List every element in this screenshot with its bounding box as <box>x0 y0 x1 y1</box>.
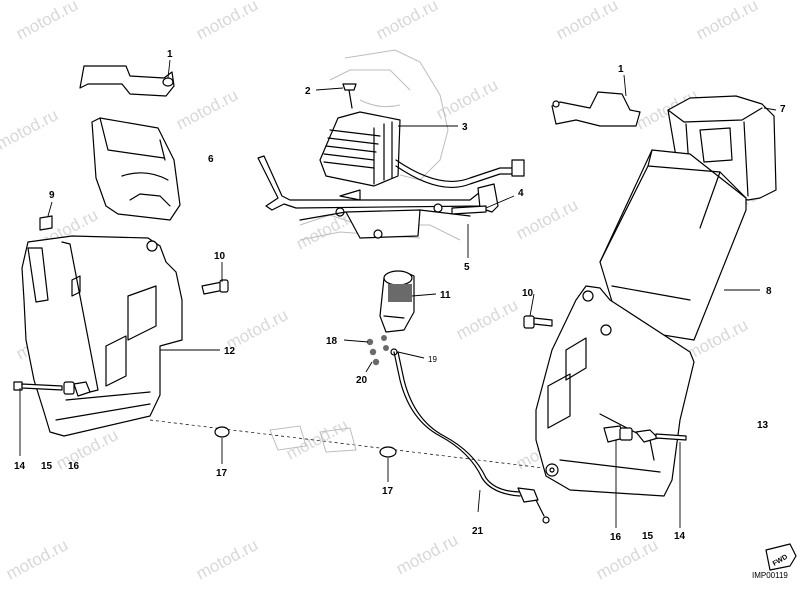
voltage-regulator <box>319 111 525 189</box>
socket <box>379 270 415 333</box>
watermark: motod.ru <box>283 415 351 463</box>
callout-label: 15 <box>642 531 654 542</box>
callout-label: 4 <box>518 188 524 199</box>
ground-cable <box>393 351 550 524</box>
watermark: motod.ru <box>193 0 261 44</box>
callout-label: 3 <box>462 122 468 133</box>
bracket-right <box>551 91 641 127</box>
callout-label: 12 <box>224 346 236 357</box>
watermark: motod.ru <box>693 0 761 44</box>
screw-top <box>342 83 357 109</box>
callout-label: 5 <box>464 262 470 273</box>
watermark: motod.ru <box>393 530 461 578</box>
callout-label: 16 <box>68 461 80 472</box>
small-fasteners <box>366 335 398 366</box>
callout-label: 13 <box>757 420 769 431</box>
callout-label: 14 <box>674 531 686 542</box>
bracket-left <box>79 65 175 97</box>
watermark: motod.ru <box>513 195 581 243</box>
watermark: motod.ru <box>173 85 241 133</box>
callout-label: 17 <box>382 486 394 497</box>
callout-label: 16 <box>610 532 622 543</box>
callout-label: 7 <box>780 104 786 115</box>
callout-label: 9 <box>49 190 55 201</box>
watermark: motod.ru <box>0 105 61 153</box>
callout-label: 20 <box>356 375 368 386</box>
callout-label: 6 <box>208 154 214 165</box>
bolt-right <box>603 425 687 443</box>
watermark: motod.ru <box>593 535 661 583</box>
watermark: motod.ru <box>193 535 261 583</box>
callout-label: 14 <box>14 461 26 472</box>
callout-label: 1 <box>167 49 173 60</box>
callout-label: 18 <box>326 336 338 347</box>
fwd-arrow-icon: FWD <box>765 543 797 571</box>
callout-label: 15 <box>41 461 53 472</box>
watermark: motod.ru <box>433 75 501 123</box>
watermark: motod.ru <box>553 0 621 44</box>
watermark: motod.ru <box>373 0 441 44</box>
watermark: motod.ru <box>13 0 81 44</box>
mounting-plate-right <box>535 285 695 497</box>
watermark: motod.ru <box>453 295 521 343</box>
screw-right <box>523 315 553 329</box>
callout-label: 11 <box>440 290 451 301</box>
cover <box>91 117 181 221</box>
callout-label: 2 <box>305 86 311 97</box>
callout-label: 19 <box>428 355 437 364</box>
callout-label: 10 <box>214 251 226 262</box>
callout-label: 17 <box>216 468 228 479</box>
callout-label: 10 <box>522 288 534 299</box>
callouts: 1 2 3 4 5 1 7 6 8 9 10 11 10 18 12 19 20… <box>14 49 786 543</box>
screw-left <box>201 279 229 295</box>
callout-label: 21 <box>472 526 484 537</box>
battery <box>599 149 747 341</box>
mounting-plate-left <box>21 235 183 437</box>
watermark: motod.ru <box>3 535 71 583</box>
leader-lines <box>19 59 777 528</box>
callout-label: 8 <box>766 286 772 297</box>
bolt-regulator <box>451 205 487 215</box>
drawing-code: IMP00119 <box>752 571 788 580</box>
tag-piece <box>39 215 53 231</box>
callout-label: 1 <box>618 64 624 75</box>
bolt-left <box>13 381 91 397</box>
alignment-axis <box>149 419 561 471</box>
